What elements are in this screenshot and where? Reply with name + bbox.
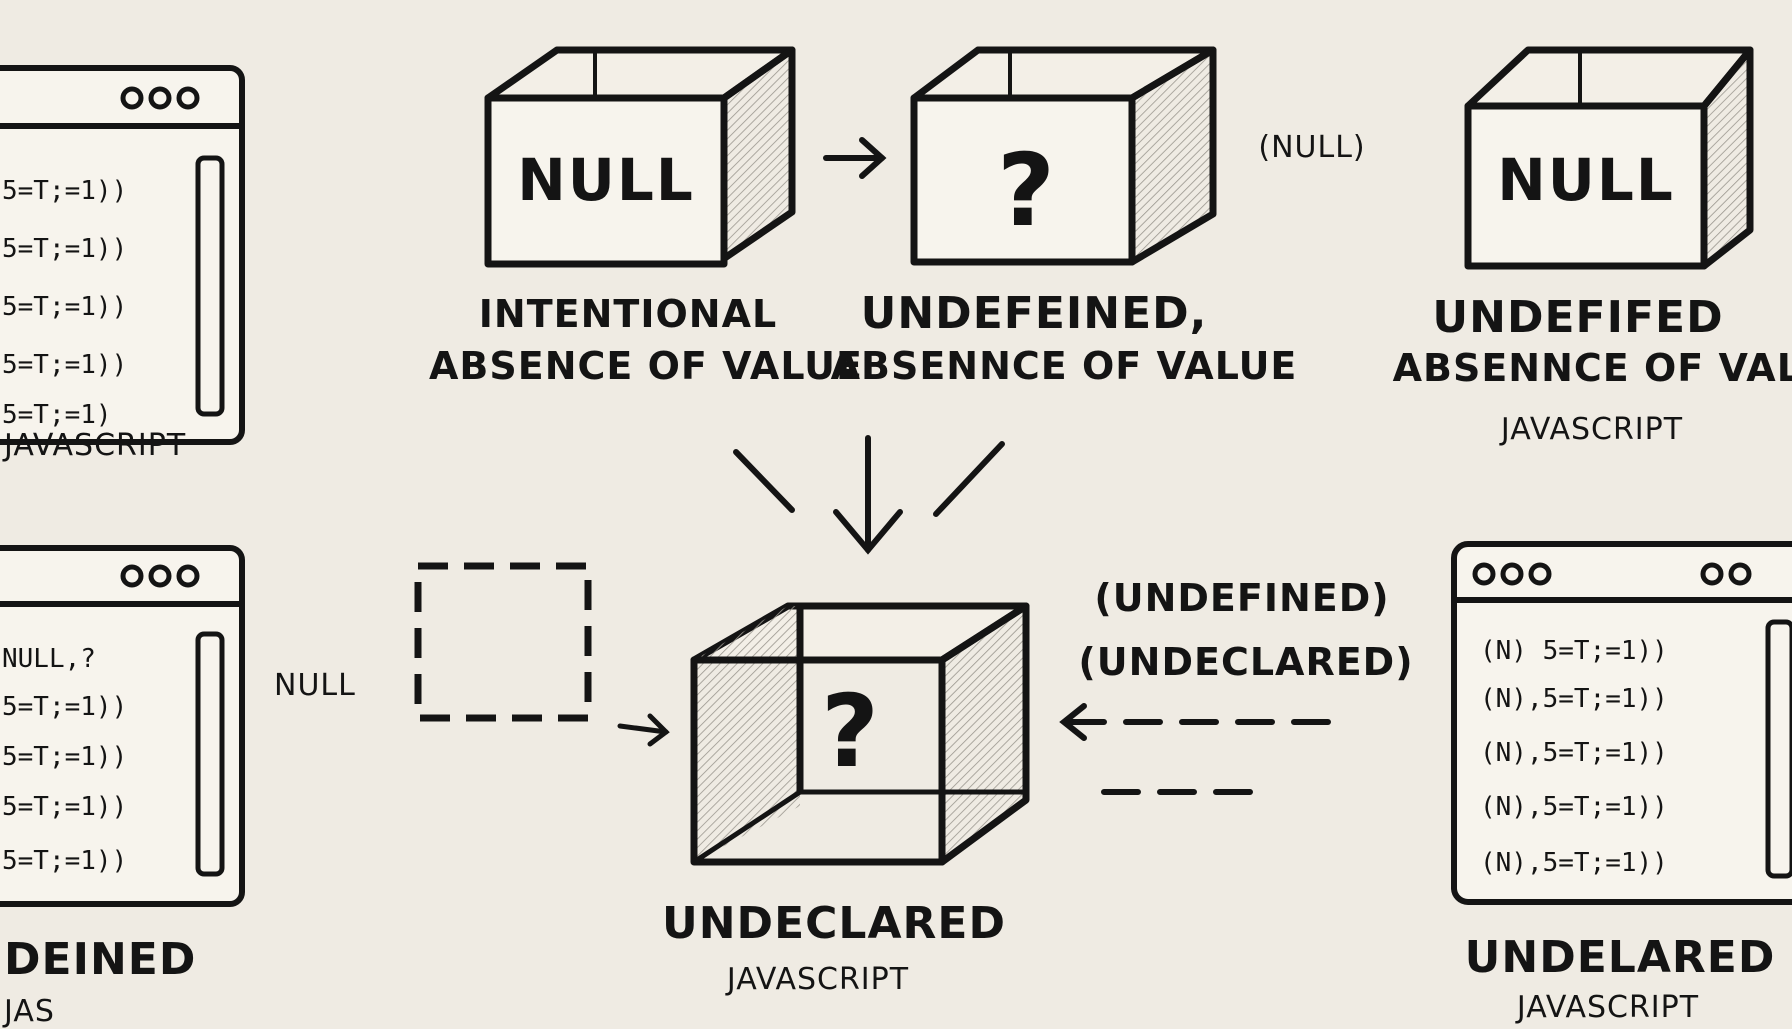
dashed-empty-box [414, 562, 592, 722]
code-window-bottom-right [1451, 541, 1792, 905]
code-line: (N),5=T;=1)) [1480, 848, 1668, 878]
defined-bottom-left-label: DEINED [4, 934, 197, 985]
code-line: 5=T;=1)) [2, 742, 128, 772]
undeclared-paren-label: (UNDECLARED) [1078, 640, 1414, 684]
null-box-left-label: NULL [517, 146, 695, 214]
converging-arrows [733, 435, 1005, 555]
code-window-top-left [0, 65, 245, 445]
jas-bottom-left-label: JAS [4, 994, 55, 1029]
undeclared-box-label: ? [821, 673, 879, 790]
dashed-arrow-into-undeclared [1059, 703, 1343, 795]
null-box-right: NULL [1464, 46, 1754, 270]
arrow-into-undeclared-left [617, 713, 670, 747]
undeclared-box: ? [690, 602, 1030, 866]
null-paren-label: (NULL) [1258, 130, 1366, 165]
code-line: (N),5=T;=1)) [1480, 792, 1668, 822]
code-window-bottom-left [0, 545, 245, 907]
code-line: 5=T;=1)) [2, 350, 128, 380]
intentional-label-line2: ABSENCE OF VALUE [429, 344, 863, 388]
code-line: 5=T;=1)) [2, 692, 128, 722]
code-line: 5=T;=1)) [2, 234, 128, 264]
arrow-right-top [823, 137, 887, 179]
code-line: 5=T;=1)) [2, 176, 128, 206]
code-line: (N) 5=T;=1)) [1480, 636, 1668, 666]
javascript-bottom-center-label: JAVASCRIPT [726, 962, 910, 997]
code-line: (N),5=T;=1)) [1480, 738, 1668, 768]
null-box-right-label: NULL [1497, 146, 1675, 214]
code-line: 5=T;=1)) [2, 792, 128, 822]
javascript-top-left-label: JAVASCRIPT [4, 428, 187, 463]
null-side-label: NULL [274, 668, 356, 703]
javascript-top-right-label: JAVASCRIPT [1500, 412, 1684, 447]
code-line: 5=T;=1)) [2, 292, 128, 322]
code-line: (N),5=T;=1)) [1480, 684, 1668, 714]
undelared-bottom-right-label: UNDELARED [1464, 932, 1776, 983]
undefined-paren-label: (UNDEFINED) [1094, 576, 1390, 620]
javascript-bottom-right-label: JAVASCRIPT [1516, 990, 1700, 1025]
undefined-label-line2: ABSENNCE OF VALUE [830, 344, 1298, 388]
undeclared-main-label: UNDECLARED [662, 898, 1006, 949]
code-line: 5=T;=1) [2, 400, 112, 430]
undefifed-label-line1: UNDEFIFED [1432, 292, 1724, 343]
undefifed-label-line2: ABSENNCE OF VALUE [1392, 346, 1792, 390]
code-line: NULL,? [2, 644, 96, 674]
undefined-label-line1: UNDEFEINED, [860, 288, 1208, 339]
intentional-label-line1: INTENTIONAL [478, 292, 778, 336]
code-line: 5=T;=1)) [2, 846, 128, 876]
unknown-box-middle-label: ? [997, 132, 1055, 249]
unknown-box-middle: ? [910, 46, 1217, 266]
null-box-left: NULL [484, 46, 796, 268]
